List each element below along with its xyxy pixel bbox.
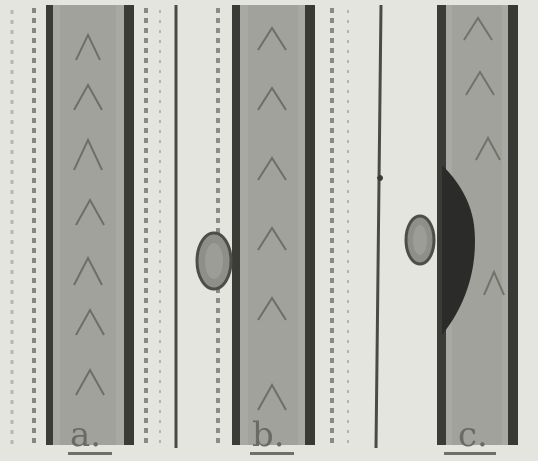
panel-label-c: c.	[458, 418, 488, 452]
dark-wall-left	[232, 5, 240, 445]
oval-nucleus-inner	[413, 225, 427, 255]
oval-nucleus-inner	[205, 243, 223, 279]
label-underline-b	[250, 452, 294, 455]
dark-wall-right	[305, 5, 315, 445]
label-underline-a	[68, 452, 112, 455]
dark-wall-right	[508, 5, 518, 445]
fiber-band-shade	[248, 5, 298, 445]
panel-label-a: a.	[70, 418, 101, 452]
label-underline-c	[444, 452, 496, 455]
dark-wall-right	[124, 5, 134, 445]
dot-marker	[377, 175, 383, 181]
dark-wall-left	[46, 5, 53, 445]
panel-label-b: b.	[252, 418, 285, 452]
fiber-band-shade	[60, 5, 116, 445]
